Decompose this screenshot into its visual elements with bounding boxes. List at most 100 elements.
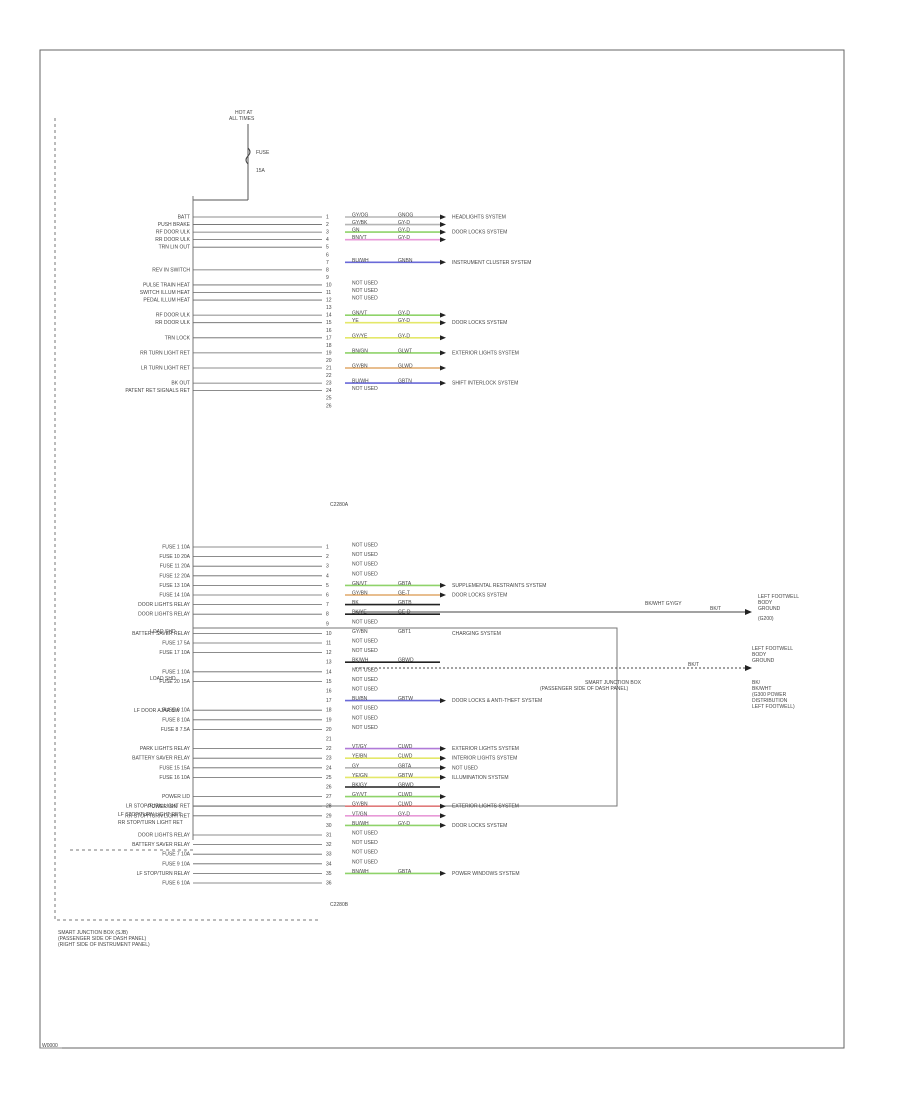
connector-arrow-icon: [440, 746, 446, 752]
wire-color-code: GN: [352, 228, 360, 234]
left-group-label: RR STOP/TURN LIGHT RET: [118, 820, 183, 826]
pin-number: 4: [326, 573, 329, 579]
pin-number: 25: [326, 775, 332, 781]
wire-color-code: GY/OG: [352, 213, 369, 219]
pin-number: 7: [326, 260, 329, 266]
connector-arrow-icon: [440, 870, 446, 876]
connector-arrow-icon: [440, 312, 446, 318]
wire-color-code: GY/BN: [352, 364, 368, 370]
circuit-number: GBTW: [398, 773, 413, 779]
pin-function-label: FUSE 12 20A: [159, 573, 190, 579]
circuit-number: GY-D: [398, 235, 410, 241]
circuit-number: GY-D: [398, 821, 410, 827]
wire-color-code: NOT USED: [352, 850, 378, 856]
wire-color-code: BU/BN: [352, 696, 368, 702]
wire-color-code: GN/VT: [352, 311, 367, 317]
pin-number: 23: [326, 756, 332, 762]
pin-function-label: FUSE 11 20A: [160, 564, 191, 570]
connector-arrow-icon: [440, 229, 446, 235]
sub-junction-label: SMART JUNCTION BOX: [585, 680, 642, 686]
ground-arrow-1-icon: [745, 609, 752, 615]
destination-system-label: EXTERIOR LIGHTS SYSTEM: [452, 804, 519, 810]
circuit-number: CLWD: [398, 754, 413, 760]
pin-number: 1: [326, 215, 329, 221]
wire-color-code: NOT USED: [352, 552, 378, 558]
wire-color-code: YE/BN: [352, 754, 367, 760]
circuit-number: GY-D: [398, 811, 410, 817]
pin-number: 9: [326, 275, 329, 281]
circuit-number: GBTB: [398, 600, 412, 606]
pin-function-label: LR TURN LIGHT RET: [141, 366, 190, 372]
pin-number: 15: [326, 320, 332, 326]
pin-number: 14: [326, 313, 332, 319]
pin-number: 26: [326, 785, 332, 791]
pin-function-label: FUSE 7 10A: [162, 852, 190, 858]
destination-system-label: ILLUMINATION SYSTEM: [452, 775, 509, 781]
connector-arrow-icon: [440, 774, 446, 780]
module-outline: [54, 118, 320, 921]
wire-color-code: NOT USED: [352, 543, 378, 549]
pin-function-label: RF DOOR ULK: [156, 230, 191, 236]
connector-arrow-icon: [440, 350, 446, 356]
connector-arrow-icon: [440, 259, 446, 265]
connector-arrow-icon: [440, 335, 446, 341]
wire-color-code: NOT USED: [352, 280, 378, 286]
pin-function-label: LF STOP/TURN RELAY: [137, 871, 191, 877]
pin-function-label: FUSE 9 10A: [162, 861, 190, 867]
pin-number: 33: [326, 852, 332, 858]
pin-number: 27: [326, 794, 332, 800]
destination-system-label: POWER WINDOWS SYSTEM: [452, 871, 520, 877]
connector-b-name: C2280B: [330, 902, 349, 908]
pin-function-label: BATTERY SAVER RELAY: [132, 842, 191, 848]
circuit-number: GNBN: [398, 258, 413, 264]
pin-function-label: FUSE 1 10A: [162, 545, 190, 551]
circuit-number: GBTW: [398, 696, 413, 702]
connector-arrow-icon: [440, 803, 446, 809]
wire-color-code: NOT USED: [352, 296, 378, 302]
destination-system-label: CHARGING SYSTEM: [452, 631, 501, 637]
ground-2-line-3: GROUND: [752, 658, 775, 664]
destination-system-label: DOOR LOCKS & ANTI-THEFT SYSTEM: [452, 698, 542, 704]
circuit-number: GY-D: [398, 311, 410, 317]
splice-label: BK/WHT GY/GY: [645, 601, 682, 607]
wire-color-code: GY/BN: [352, 802, 368, 808]
connector-arrow-icon: [440, 765, 446, 771]
pin-number: 6: [326, 593, 329, 599]
wire-color-code: VT/GY: [352, 744, 368, 750]
pin-function-label: FUSE 15 15A: [159, 765, 190, 771]
sub-junction-box: [192, 627, 618, 807]
circuit-number: CLWD: [398, 792, 413, 798]
ground-2-line-2: BODY: [752, 652, 767, 658]
circuit-number: GLWT: [398, 348, 412, 354]
left-group-label: LF STOP/TURN LIGHT RET: [118, 812, 181, 818]
pin-function-label: FUSE 17 10A: [159, 650, 190, 656]
pin-number: 8: [326, 267, 329, 273]
pin-number: 13: [326, 660, 332, 666]
ground-3-line-2: BK/WHT: [752, 686, 771, 692]
pin-function-label: FUSE 20 15A: [159, 679, 190, 685]
power-label-2: ALL TIMES: [229, 116, 255, 122]
wire-color-code: NOT USED: [352, 725, 378, 731]
pin-number: 17: [326, 698, 332, 704]
wire-color-code: NOT USED: [352, 648, 378, 654]
pin-number: 24: [326, 765, 332, 771]
pin-number: 36: [326, 881, 332, 887]
pin-function-label: REV IN SWITCH: [152, 267, 190, 273]
pin-function-label: TRN LIN OUT: [159, 245, 190, 251]
ground-wire-label-1: BK/T: [710, 606, 721, 612]
connector-arrow-icon: [440, 237, 446, 243]
pin-number: 21: [326, 366, 332, 372]
pin-number: 19: [326, 717, 332, 723]
connector-a-name: C2280A: [330, 502, 349, 508]
circuit-number: GBWD: [398, 783, 414, 789]
pin-number: 12: [326, 650, 332, 656]
circuit-number: GBT1: [398, 629, 411, 635]
pin-function-label: PEDAL ILLUM HEAT: [143, 298, 190, 304]
pin-number: 1: [326, 545, 329, 551]
connector-arrow-icon: [440, 582, 446, 588]
pin-function-label: POWER LID: [162, 794, 190, 800]
pin-number: 24: [326, 388, 332, 394]
circuit-number: CLWD: [398, 744, 413, 750]
pin-function-label: FUSE 16 10A: [159, 775, 190, 781]
